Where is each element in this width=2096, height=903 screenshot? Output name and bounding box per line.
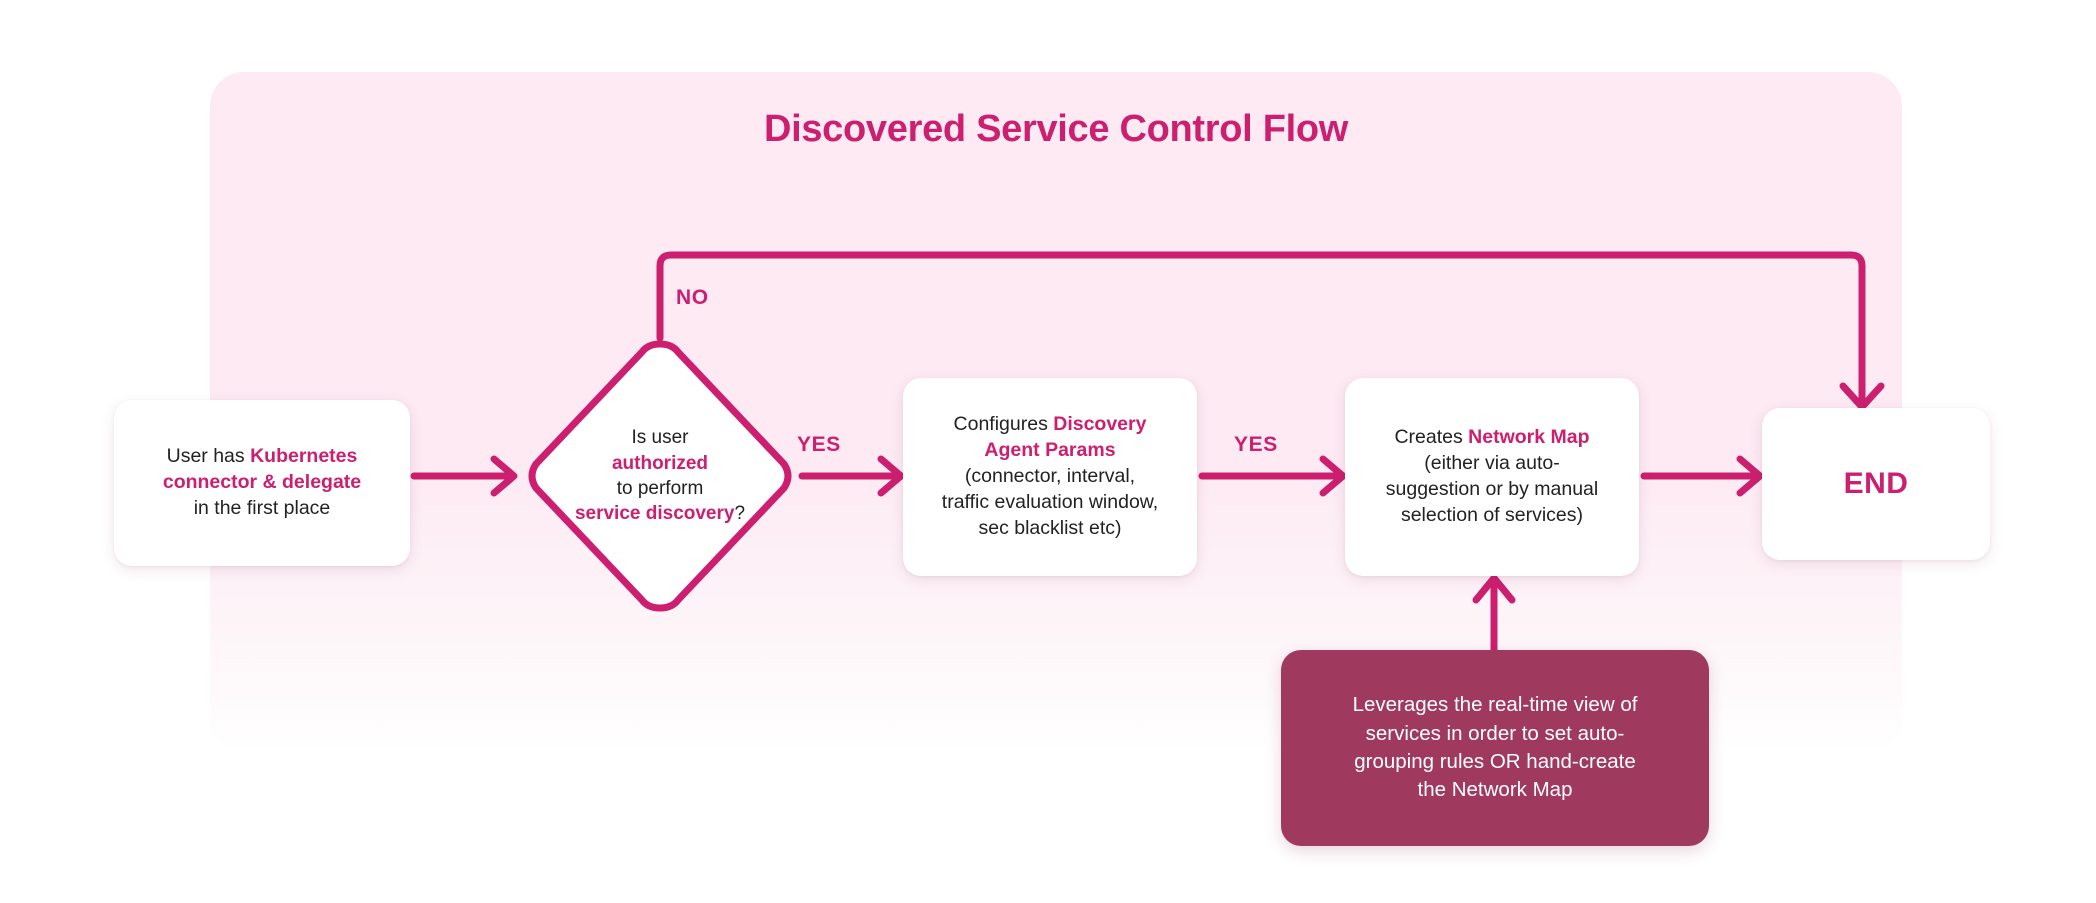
- node-creates-network-map[interactable]: Creates Network Map (either via auto- su…: [1345, 378, 1639, 576]
- node-network-map-line2: (either via auto-: [1424, 452, 1560, 475]
- diamond-shape-icon: [528, 340, 792, 612]
- node-start[interactable]: User has Kubernetes connector & delegate…: [114, 400, 410, 566]
- node-configure-line3: (connector, interval,: [964, 465, 1136, 488]
- node-configure-text: Configures Discovery Agent Params (conne…: [930, 412, 1170, 542]
- node-configure-line2: Agent Params: [984, 439, 1116, 462]
- node-configure-line1-b: Discovery: [1053, 413, 1147, 436]
- node-decision[interactable]: Is user authorized to perform service di…: [520, 336, 800, 616]
- node-start-line1-a: User has: [166, 445, 251, 468]
- edge-label-yes-second: YES: [1234, 433, 1278, 456]
- node-configure-line5: sec blacklist etc): [978, 516, 1122, 539]
- edge-label-yes-first: YES: [797, 433, 841, 456]
- node-note-leverages-realtime-view[interactable]: Leverages the real-time view of services…: [1281, 650, 1709, 846]
- node-end-label: END: [1843, 467, 1909, 501]
- node-end[interactable]: END: [1762, 408, 1990, 560]
- node-note-line4: the Network Map: [1417, 778, 1573, 802]
- node-note-line1: Leverages the real-time view of: [1352, 693, 1638, 717]
- node-configure-discovery-agent[interactable]: Configures Discovery Agent Params (conne…: [903, 378, 1197, 576]
- node-network-map-line3: suggestion or by manual: [1385, 478, 1599, 500]
- node-note-text: Leverages the real-time view of services…: [1333, 691, 1658, 804]
- node-start-line2: connector & delegate: [162, 471, 362, 494]
- node-configure-line1-a: Configures: [953, 413, 1054, 436]
- node-network-map-line1-a: Creates: [1394, 426, 1469, 449]
- node-network-map-line4: selection of services): [1400, 503, 1584, 526]
- node-note-line3: grouping rules OR hand-create: [1354, 750, 1636, 773]
- node-start-line1-b: Kubernetes: [250, 445, 358, 468]
- node-network-map-line1-b: Network Map: [1468, 426, 1590, 449]
- node-start-line3: in the first place: [193, 496, 331, 519]
- node-network-map-text: Creates Network Map (either via auto- su…: [1374, 425, 1610, 529]
- node-note-line2: services in order to set auto-: [1365, 721, 1625, 745]
- node-start-text: User has Kubernetes connector & delegate…: [151, 444, 373, 522]
- page-title: Discovered Service Control Flow: [763, 108, 1349, 150]
- node-configure-line4: traffic evaluation window,: [941, 490, 1159, 513]
- edge-label-no: NO: [676, 286, 709, 309]
